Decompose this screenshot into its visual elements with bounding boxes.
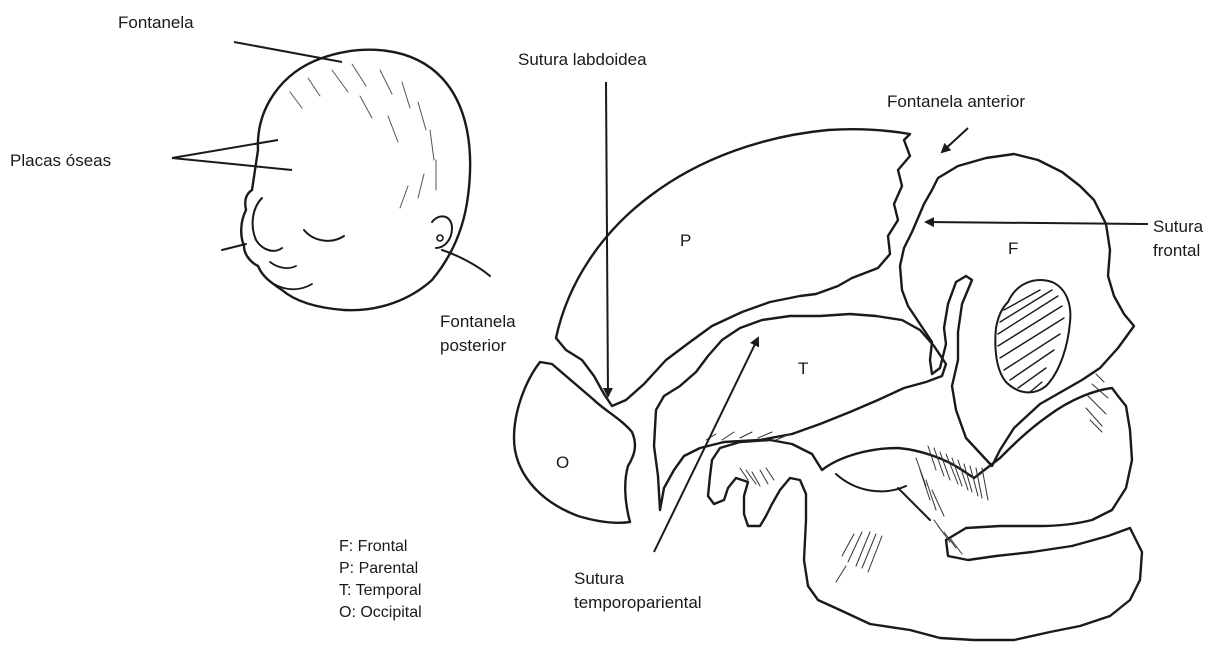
baby-ear-hole — [437, 235, 443, 241]
fontanela-leader-line — [234, 42, 342, 62]
sutura-temporopariental-arrow — [654, 338, 758, 552]
label-sutura-temporopariental-line2: temporopariental — [574, 592, 702, 613]
label-placas-oseas: Placas óseas — [10, 150, 111, 171]
legend-item-occipital: O: Occipital — [339, 602, 422, 624]
parietal-bone-letter: P — [680, 231, 691, 250]
label-fontanela: Fontanela — [118, 12, 194, 33]
occipital-bone-outline — [514, 362, 635, 523]
temple-shading — [916, 446, 988, 516]
label-sutura-frontal-line1: Sutura — [1153, 216, 1203, 237]
skull-shading — [706, 290, 1108, 582]
sutura-frontal-arrow — [926, 222, 1148, 224]
legend-item-temporal: T: Temporal — [339, 580, 422, 602]
baby-closed-eye — [304, 230, 344, 241]
sutura-labdoidea-arrow — [606, 82, 608, 396]
baby-shoulder — [222, 244, 246, 250]
zygomatic-arch — [836, 474, 906, 491]
label-sutura-frontal-line2: frontal — [1153, 240, 1200, 261]
placas-oseas-leader-line-1 — [172, 140, 278, 158]
label-fontanela-posterior-line2: posterior — [440, 335, 506, 356]
occipital-bone-letter: O — [556, 453, 569, 472]
label-sutura-temporopariental-line1: Sutura — [574, 568, 624, 589]
bone-legend: F: Frontal P: Parental T: Temporal O: Oc… — [339, 536, 422, 624]
legend-item-parietal: P: Parental — [339, 558, 422, 580]
frontal-bone-letter: F — [1008, 239, 1018, 258]
baby-hair-shading — [290, 64, 436, 208]
eye-socket-rim — [995, 280, 1070, 392]
legend-item-frontal: F: Frontal — [339, 536, 422, 558]
fontanela-anterior-arrow — [942, 128, 968, 152]
label-fontanela-posterior-line1: Fontanela — [440, 311, 516, 332]
jaw-ramus — [898, 488, 930, 520]
baby-nose — [253, 198, 282, 251]
baby-mouth — [270, 262, 296, 268]
label-fontanela-anterior: Fontanela anterior — [887, 91, 1025, 112]
frontal-bone-outline — [900, 154, 1134, 466]
label-sutura-labdoidea: Sutura labdoidea — [518, 49, 647, 70]
baby-head-drawing — [222, 50, 490, 310]
cheek-shading — [1086, 374, 1108, 432]
temporal-bone-letter: T — [798, 359, 808, 378]
placas-oseas-leader-line-2 — [172, 158, 292, 170]
parietal-bone-outline — [556, 129, 910, 406]
jaw-shading — [836, 520, 962, 582]
baby-ear — [432, 216, 452, 248]
